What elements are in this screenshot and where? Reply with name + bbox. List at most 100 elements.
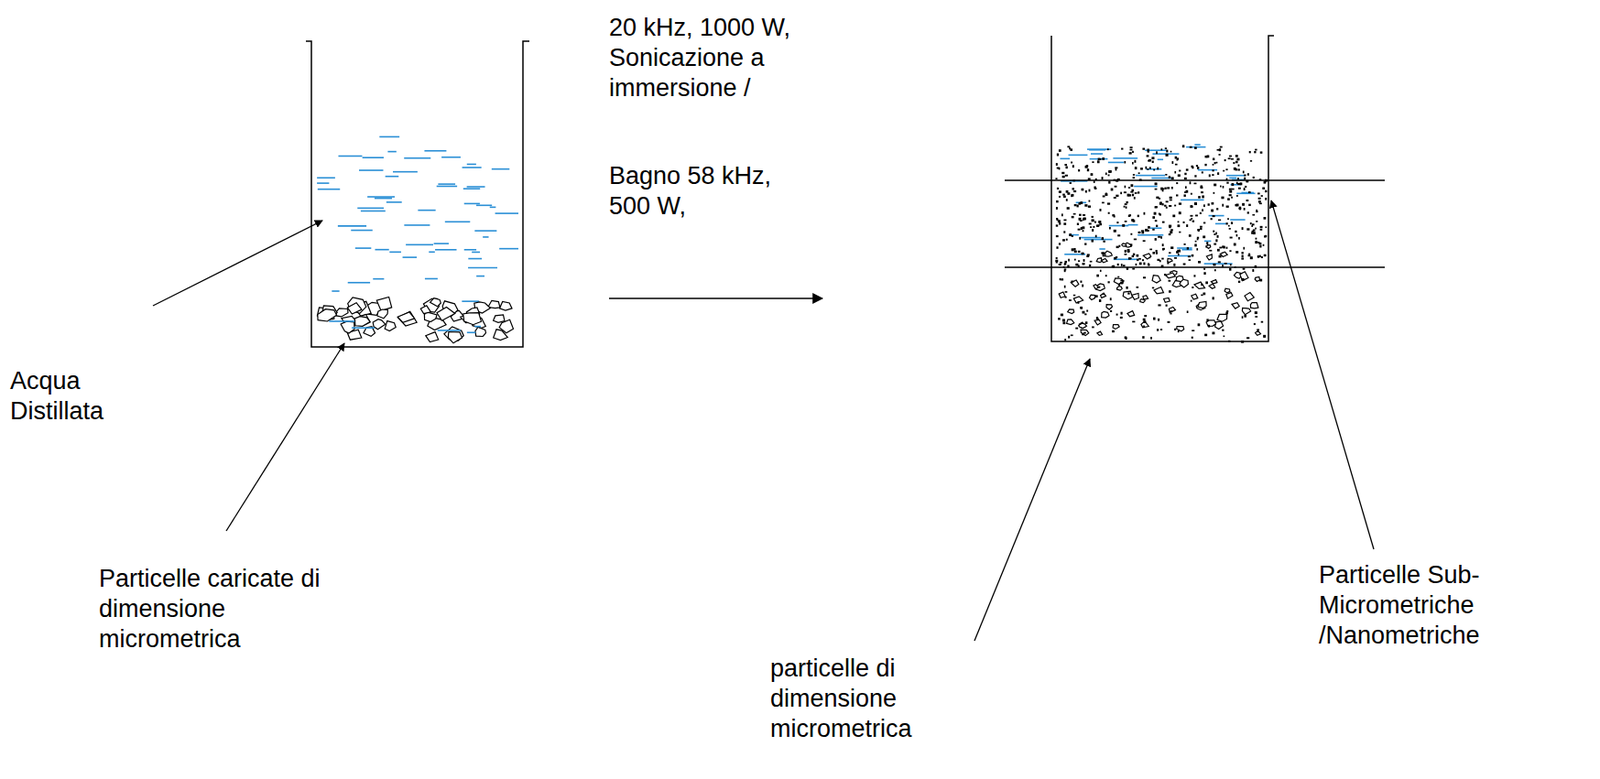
fine-particle: [1120, 312, 1122, 316]
particle: [1101, 311, 1110, 318]
water-dash: [316, 182, 329, 185]
fine-particle: [1224, 159, 1227, 162]
fine-particle: [1255, 220, 1258, 223]
water-dash: [1197, 169, 1218, 172]
fine-particle: [1091, 216, 1094, 218]
fine-particle: [1058, 263, 1062, 266]
fine-particle: [1099, 158, 1101, 161]
fine-particle: [1264, 190, 1267, 193]
fine-particle: [1243, 187, 1246, 191]
fine-particle: [1082, 214, 1086, 217]
fine-particle: [1078, 217, 1082, 221]
fine-particle: [1200, 185, 1203, 188]
fine-particle: [1255, 209, 1258, 212]
fine-particle: [1158, 213, 1161, 216]
fine-particle: [1251, 231, 1253, 234]
fine-particle: [1159, 260, 1162, 262]
fine-particle: [1194, 146, 1198, 150]
fine-particle: [1241, 227, 1244, 230]
fine-particle: [1144, 166, 1147, 170]
fine-particle: [1100, 251, 1104, 254]
water-dash: [1133, 185, 1158, 188]
fine-particle: [1130, 233, 1132, 236]
particle: [1167, 259, 1173, 263]
fine-particle: [1098, 158, 1101, 161]
fine-particle: [1091, 326, 1095, 328]
fine-particle: [1101, 202, 1105, 205]
fine-particle: [1201, 171, 1204, 174]
fine-particle: [1063, 218, 1067, 221]
fine-particle: [1174, 171, 1176, 175]
fine-particle: [1082, 229, 1085, 232]
fine-particle: [1066, 239, 1068, 241]
fine-particle: [1203, 272, 1206, 275]
fine-particle: [1071, 235, 1074, 238]
fine-particle: [1236, 158, 1240, 162]
fine-particle: [1166, 186, 1170, 189]
fine-particle: [1210, 209, 1214, 213]
fine-particle: [1175, 163, 1178, 166]
fine-particle: [1168, 175, 1171, 179]
fine-particle: [1164, 174, 1167, 176]
fine-particle: [1248, 204, 1252, 207]
particle: [1241, 308, 1251, 316]
fine-particle: [1195, 215, 1198, 218]
fine-particle: [1058, 222, 1061, 226]
fine-particle: [1055, 257, 1058, 260]
fine-particle: [1170, 151, 1173, 153]
fine-particle: [1229, 268, 1231, 272]
fine-particle: [1077, 169, 1080, 172]
fine-particle: [1090, 173, 1094, 176]
fine-particle: [1152, 287, 1154, 290]
particle: [348, 297, 367, 314]
fine-particle: [1147, 264, 1150, 267]
fine-particle: [1143, 212, 1146, 216]
fine-particle: [1096, 224, 1100, 227]
particle: [420, 305, 431, 315]
fine-particle: [1121, 224, 1125, 228]
fine-particle: [1130, 191, 1133, 194]
fine-particle: [1066, 206, 1070, 210]
fine-particle: [1229, 228, 1231, 230]
fine-particle: [1079, 281, 1082, 283]
fine-particle: [1189, 215, 1193, 218]
fine-particle: [1142, 259, 1144, 262]
fine-particle: [1144, 228, 1148, 232]
fine-particle: [1114, 185, 1118, 188]
particle: [317, 309, 338, 322]
fine-particle: [1169, 310, 1173, 313]
particle: [347, 303, 362, 315]
fine-particle: [1154, 206, 1158, 208]
fine-particle: [1055, 224, 1058, 227]
fine-particle: [1213, 233, 1216, 236]
water-dash: [1113, 258, 1139, 261]
fine-particle: [1164, 187, 1166, 190]
fine-particle: [1197, 195, 1201, 199]
fine-particle: [1161, 203, 1164, 206]
fine-particle: [1241, 315, 1244, 319]
fine-particle: [1232, 162, 1235, 164]
fine-particle: [1183, 243, 1186, 246]
water-dash: [435, 249, 457, 251]
fine-particle: [1168, 225, 1172, 228]
fine-particle: [1186, 168, 1189, 171]
water-dash: [471, 251, 480, 254]
fine-particle: [1155, 151, 1158, 154]
label: Particelle caricate di dimensione microm…: [98, 564, 328, 655]
fine-particle: [1132, 219, 1136, 222]
fine-particle: [1059, 261, 1063, 264]
fine-particle: [1246, 228, 1250, 230]
fine-particle: [1070, 281, 1074, 283]
fine-particle: [1072, 164, 1075, 168]
fine-particle: [1153, 169, 1155, 172]
fine-particle: [1058, 242, 1061, 245]
fine-particle: [1121, 282, 1124, 284]
fine-particle: [1203, 268, 1206, 271]
fine-particle: [1224, 262, 1228, 265]
particle: [1140, 299, 1145, 304]
fine-particle: [1118, 283, 1121, 286]
water-dash: [403, 224, 430, 227]
water-dash: [385, 175, 400, 178]
particle: [1058, 292, 1066, 298]
fine-particle: [1110, 188, 1114, 192]
